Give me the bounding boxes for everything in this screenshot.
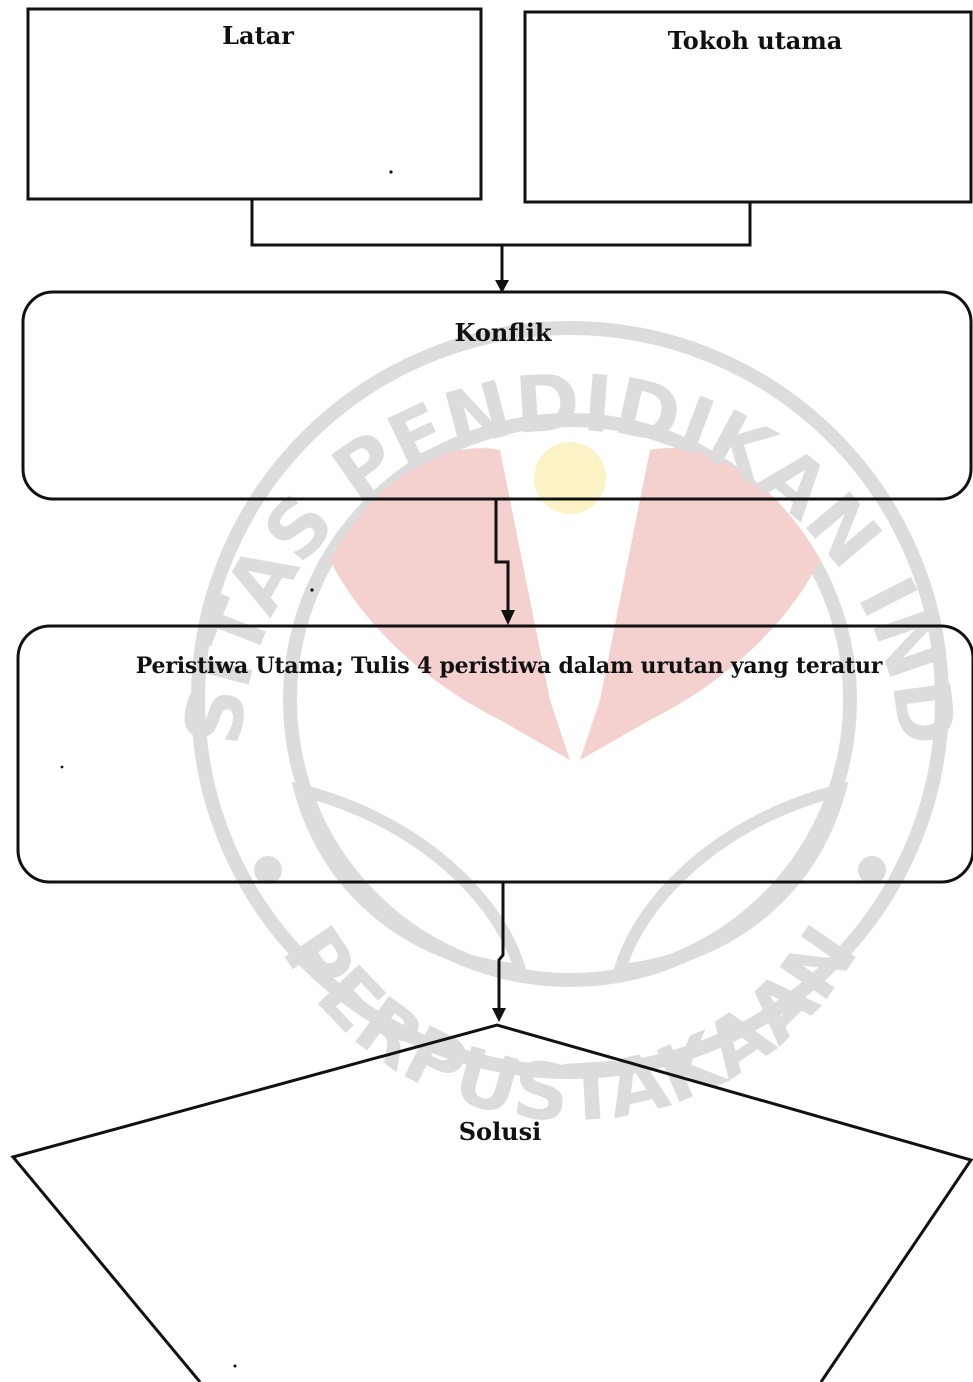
main-character-label: Tokoh utama bbox=[667, 26, 843, 55]
solution-label: Solusi bbox=[458, 1117, 542, 1146]
watermark-emblem-leaf-right bbox=[611, 781, 849, 977]
watermark-inner-ring bbox=[283, 413, 857, 987]
setting-label: Latar bbox=[222, 21, 294, 50]
arrow-to-conflict-head bbox=[495, 280, 509, 293]
events-label: Peristiwa Utama; Tulis 4 peristiwa dalam… bbox=[135, 653, 883, 679]
watermark-emblem-leaf-left bbox=[291, 781, 529, 977]
watermark-dot-left bbox=[254, 856, 282, 884]
watermark-outer-ring bbox=[191, 321, 949, 1079]
main-character-box bbox=[523, 10, 973, 204]
arrow-to-events-head bbox=[501, 610, 515, 625]
scan-speck bbox=[389, 170, 393, 174]
watermark-emblem-sun bbox=[534, 442, 606, 514]
merge-connector bbox=[250, 199, 752, 247]
events-box bbox=[16, 624, 973, 884]
watermark-emblem-left bbox=[330, 448, 570, 760]
arrow-to-solution-head bbox=[492, 1008, 506, 1022]
arrow-to-events-line bbox=[494, 499, 510, 612]
watermark-dot-right bbox=[858, 856, 886, 884]
conflict-label: Konflik bbox=[454, 318, 552, 347]
setting-box bbox=[26, 7, 483, 201]
watermark-emblem-right bbox=[580, 448, 820, 760]
arrow-to-solution-line bbox=[497, 882, 505, 1010]
solution-pentagon bbox=[10, 1023, 973, 1382]
scan-speck bbox=[233, 1364, 237, 1368]
scan-speck bbox=[310, 588, 314, 592]
scan-speck bbox=[60, 765, 64, 769]
